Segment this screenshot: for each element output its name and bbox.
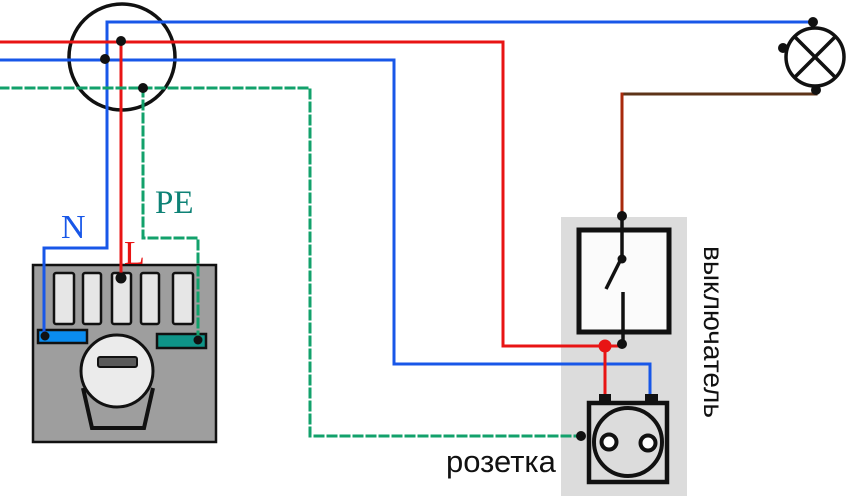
socket-pe-terminal-dot	[576, 431, 586, 441]
switch-top-terminal-dot	[617, 211, 627, 221]
line-tap-junction-dot	[598, 339, 612, 353]
socket-icon	[586, 394, 670, 485]
switch-icon	[576, 218, 672, 344]
meter-neutral-input-dot	[40, 331, 50, 341]
switch-contact-dot	[617, 254, 627, 264]
junction-dot-neutral	[100, 54, 110, 64]
meter-dial	[79, 333, 155, 409]
wire-pe-meter-branch	[141, 86, 200, 338]
meter-neutral-terminal	[36, 328, 89, 345]
meter-line-input-dot	[115, 272, 127, 284]
lamp-bottom-terminal-dot	[811, 85, 821, 95]
label-pe: PE	[155, 185, 194, 221]
meter-terminal-slot	[52, 271, 76, 326]
label-switch: выключатель	[698, 246, 729, 418]
label-line: L	[124, 235, 145, 272]
meter-base-shape	[81, 387, 155, 430]
socket-hole	[599, 432, 619, 452]
socket-face	[592, 406, 664, 478]
switch-lever	[604, 260, 622, 290]
meter-dial-window	[97, 356, 138, 368]
switch-bottom-terminal-dot	[617, 339, 627, 349]
wires	[0, 20, 818, 438]
lamp-top-terminal-dot	[808, 17, 818, 27]
meter-terminal-slot	[81, 271, 103, 326]
meter-pe-input-dot	[193, 335, 203, 345]
connection-dots	[40, 17, 821, 441]
label-socket: розетка	[446, 444, 556, 479]
lamp-icon	[784, 26, 846, 88]
junction-dot-line	[116, 36, 126, 46]
label-neutral: N	[61, 209, 86, 246]
wire-neutral-main	[0, 58, 652, 401]
meter-terminal-slot	[139, 271, 161, 326]
electric-meter-icon	[31, 263, 218, 444]
socket-neutral-terminal	[645, 394, 658, 404]
lamp-side-terminal-dot	[778, 43, 788, 53]
meter-pe-terminal	[155, 332, 208, 350]
lamp-cross-line	[793, 35, 837, 79]
junction-dot-pe	[138, 83, 148, 93]
meter-terminal-slot	[171, 271, 195, 326]
socket-line-terminal	[599, 394, 611, 404]
wire-line-main	[0, 40, 623, 348]
socket-hole	[638, 433, 658, 453]
wire-neutral-branch	[42, 20, 815, 338]
wire-pe-main	[0, 86, 581, 438]
wire-lamp-to-switch	[620, 89, 818, 96]
